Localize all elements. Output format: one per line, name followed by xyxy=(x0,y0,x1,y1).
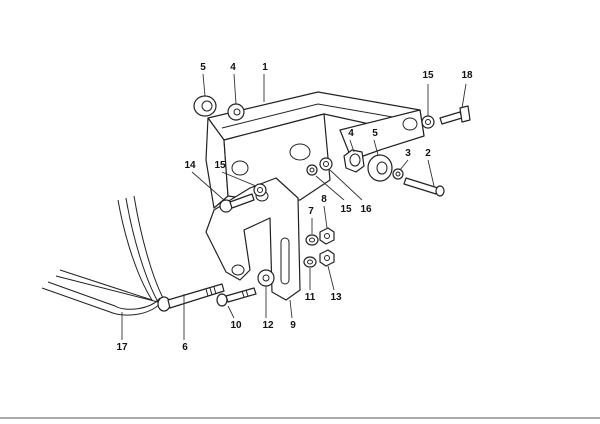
callout-6: 6 xyxy=(182,342,188,353)
washer-11 xyxy=(303,256,317,268)
callout-17: 17 xyxy=(116,342,128,353)
callout-4-top: 4 xyxy=(230,62,236,73)
nut-13 xyxy=(319,249,335,267)
callout-15-top-right: 15 xyxy=(422,70,434,81)
callout-15-left: 15 xyxy=(214,160,226,171)
spacer-top xyxy=(227,103,245,121)
callout-18: 18 xyxy=(461,70,473,81)
callout-15-center: 15 xyxy=(340,204,352,215)
long-bolt xyxy=(157,283,225,312)
v-belt xyxy=(41,195,164,316)
callout-1: 1 xyxy=(262,62,268,73)
bolt-top-right xyxy=(439,105,471,125)
spacer-right xyxy=(343,149,365,173)
callouts: 1 4 5 15 18 4 5 3 2 14 15 15 16 7 8 11 1… xyxy=(116,62,473,353)
callout-13: 13 xyxy=(330,292,342,303)
callout-16: 16 xyxy=(360,204,372,215)
callout-4-right: 4 xyxy=(348,128,354,139)
washer-7 xyxy=(305,234,319,246)
callout-10: 10 xyxy=(230,320,242,331)
washer-12 xyxy=(257,269,275,287)
leader-lines xyxy=(121,73,467,340)
callout-3: 3 xyxy=(405,148,411,159)
callout-5-right: 5 xyxy=(372,128,378,139)
callout-14: 14 xyxy=(184,160,196,171)
short-bolt xyxy=(216,287,257,307)
bolt-right xyxy=(403,177,445,197)
bolt-left-upper xyxy=(219,193,255,213)
callout-8: 8 xyxy=(321,194,327,205)
callout-5-top: 5 xyxy=(200,62,206,73)
callout-9: 9 xyxy=(290,320,296,331)
callout-7: 7 xyxy=(308,206,314,217)
washer-right xyxy=(392,168,404,180)
bushing-top-left xyxy=(193,95,217,117)
callout-2: 2 xyxy=(425,148,431,159)
callout-12: 12 xyxy=(262,320,274,331)
bushing-right xyxy=(367,154,393,182)
washer-center-15 xyxy=(306,164,318,176)
washer-top-right xyxy=(421,115,435,129)
nut-8 xyxy=(319,227,335,245)
washer-center-16 xyxy=(319,157,333,171)
callout-11: 11 xyxy=(305,292,316,303)
washer-left-upper xyxy=(253,183,267,197)
